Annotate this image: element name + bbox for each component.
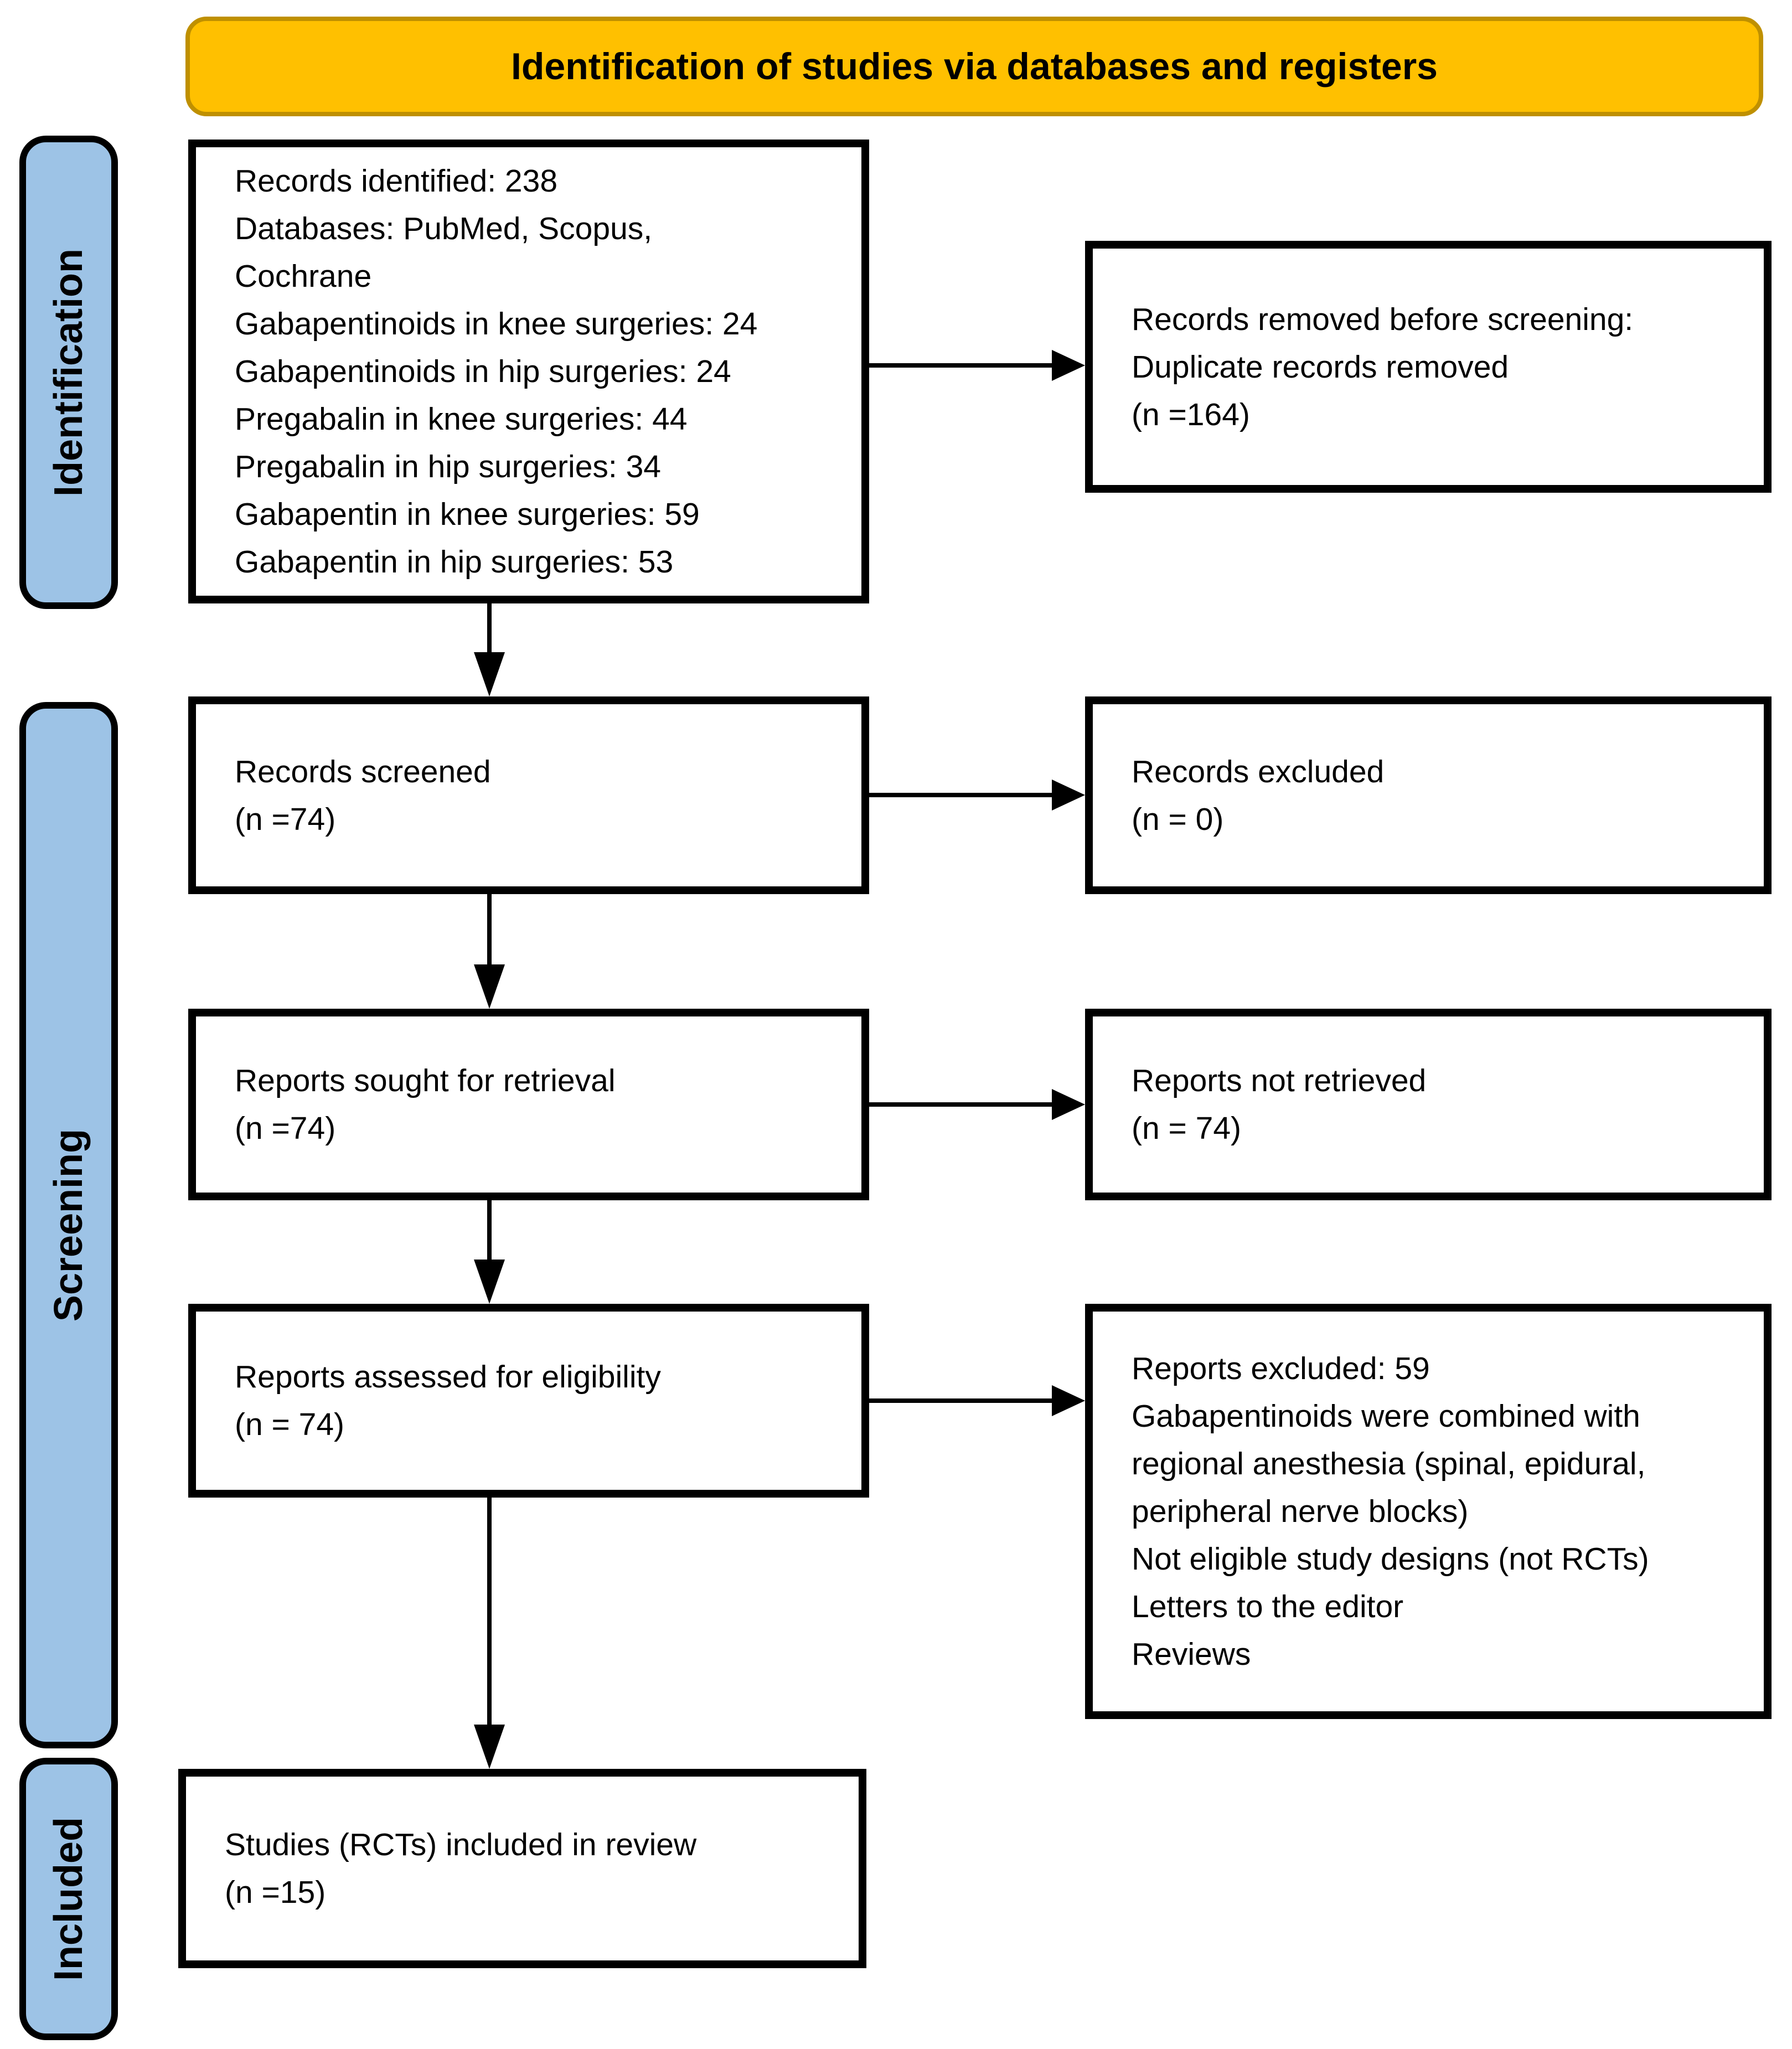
box-reports-not-retrieved: Reports not retrieved (n = 74) [1085,1009,1772,1200]
text-line: Gabapentinoids were combined with [1132,1398,1640,1434]
arrow-head-down-icon [474,1725,505,1769]
diagram-title: Identification of studies via databases … [510,45,1438,87]
box-records-excluded: Records excluded (n = 0) [1085,696,1772,894]
text-line: Gabapentin in hip surgeries: 53 [235,544,674,580]
text-line: Databases: PubMed, Scopus, [235,211,653,246]
text-line: Reports sought for retrieval [235,1063,616,1098]
stage-label-screening: Screening [47,1128,91,1322]
text-line: Records removed before screening: [1132,301,1634,337]
arrow-line [869,1398,1055,1403]
arrow-line [869,363,1055,368]
text-line: peripheral nerve blocks) [1132,1494,1469,1529]
text-line: regional anesthesia (spinal, epidural, [1132,1446,1646,1482]
text-line: Pregabalin in knee surgeries: 44 [235,401,688,437]
arrow-head-right-icon [1052,350,1085,381]
text-line: Pregabalin in hip surgeries: 34 [235,449,661,484]
text-line: Letters to the editor [1132,1589,1404,1624]
text-line: Gabapentin in knee surgeries: 59 [235,497,700,532]
text-line: Records screened [235,753,491,789]
box-records-identified: Records identified: 238 Databases: PubMe… [188,140,869,603]
text-line: (n =164) [1132,396,1250,432]
arrow-head-right-icon [1052,1089,1085,1120]
arrow-head-right-icon [1052,780,1085,811]
stage-label-included: Included [47,1816,91,1981]
box-records-screened: Records screened (n =74) [188,696,869,894]
text-line: Reports excluded: 59 [1132,1351,1430,1386]
stage-rail-screening: Screening [19,702,118,1748]
stage-rail-identification: Identification [19,136,118,609]
box-studies-included: Studies (RCTs) included in review (n =15… [178,1769,866,1968]
box-reports-excluded: Reports excluded: 59 Gabapentinoids were… [1085,1304,1772,1719]
arrow-head-right-icon [1052,1385,1085,1416]
text-line: Gabapentinoids in knee surgeries: 24 [235,306,758,342]
text-line: Records identified: 238 [235,163,558,199]
box-reports-assessed: Reports assessed for eligibility (n = 74… [188,1304,869,1498]
text-line: Reviews [1132,1637,1251,1672]
text-line: Records excluded [1132,753,1385,789]
arrow-line [487,603,492,654]
text-line: Reports not retrieved [1132,1063,1427,1098]
text-line: (n =15) [225,1875,326,1910]
text-line: Reports assessed for eligibility [235,1359,661,1395]
arrow-line [487,1498,492,1727]
text-line: (n = 0) [1132,801,1224,837]
text-line: Cochrane [235,259,372,294]
arrow-head-down-icon [474,1260,505,1304]
text-line: (n =74) [235,801,336,837]
text-line: Gabapentinoids in hip surgeries: 24 [235,354,731,389]
text-line: Not eligible study designs (not RCTs) [1132,1541,1649,1577]
text-line: Duplicate records removed [1132,349,1509,385]
stage-label-identification: Identification [47,248,91,497]
arrow-line [487,1200,492,1262]
text-line: (n = 74) [235,1407,345,1442]
stage-rail-included: Included [19,1758,118,2040]
arrow-line [869,1102,1055,1107]
text-line: (n =74) [235,1111,336,1146]
diagram-title-banner: Identification of studies via databases … [185,17,1763,116]
arrow-line [487,894,492,967]
text-line: (n = 74) [1132,1111,1242,1146]
arrow-line [869,793,1055,797]
box-reports-sought: Reports sought for retrieval (n =74) [188,1009,869,1200]
arrow-head-down-icon [474,964,505,1009]
text-line: Studies (RCTs) included in review [225,1827,697,1862]
box-records-removed: Records removed before screening: Duplic… [1085,241,1772,493]
arrow-head-down-icon [474,652,505,696]
